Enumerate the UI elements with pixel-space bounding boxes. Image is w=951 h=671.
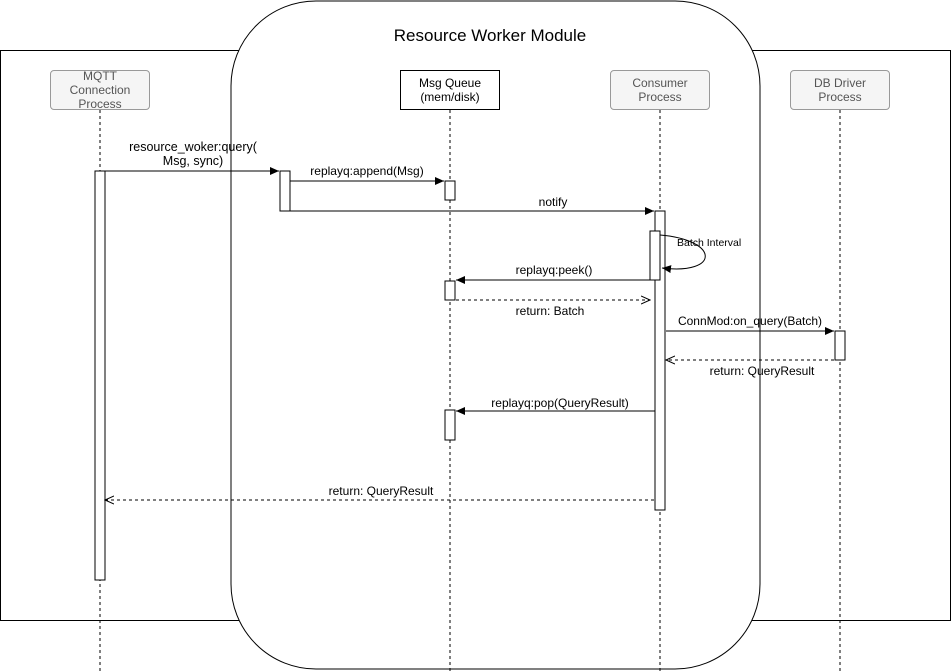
- label-on-query: ConnMod:on_query(Batch): [677, 314, 823, 328]
- participant-db: DB Driver Process: [790, 70, 890, 110]
- activation-queue-pop: [444, 409, 456, 441]
- participant-consumer-label: Consumer Process: [632, 76, 688, 104]
- label-append: replayq:append(Msg): [310, 164, 424, 178]
- label-notify: notify: [538, 195, 568, 209]
- label-query: resource_woker:query( Msg, sync): [129, 140, 257, 168]
- label-peek: replayq:peek(): [515, 263, 593, 277]
- activation-consumer-batch: [649, 230, 661, 281]
- participant-db-label: DB Driver Process: [813, 76, 866, 104]
- participant-mqtt: MQTT Connection Process: [50, 69, 150, 111]
- participant-queue-label: Msg Queue (mem/disk): [418, 76, 482, 104]
- activation-queue-peek: [444, 280, 456, 301]
- label-batch-interval: Batch Interval: [677, 237, 742, 249]
- activation-mqtt: [94, 170, 106, 581]
- label-pop: replayq:pop(QueryResult): [491, 396, 629, 410]
- activation-worker: [279, 170, 291, 212]
- label-return-qr-db: return: QueryResult: [709, 364, 815, 378]
- activation-queue-append: [444, 180, 456, 201]
- activation-db: [834, 330, 846, 361]
- arrow-batch-interval: [659, 234, 706, 274]
- module-title: Resource Worker Module: [393, 26, 587, 45]
- module-boundary: [230, 0, 761, 670]
- label-return-batch: return: Batch: [515, 304, 585, 318]
- label-return-qr-final: return: QueryResult: [328, 484, 434, 498]
- participant-mqtt-label: MQTT Connection Process: [69, 69, 131, 111]
- participant-queue: Msg Queue (mem/disk): [400, 70, 500, 110]
- participant-consumer: Consumer Process: [610, 70, 710, 110]
